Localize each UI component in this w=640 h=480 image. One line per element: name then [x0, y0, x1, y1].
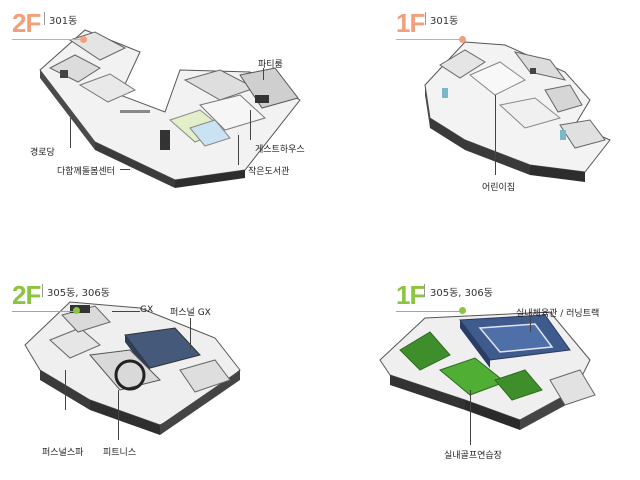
- building-label: 301동: [430, 16, 459, 27]
- building-label: 301동: [49, 16, 78, 27]
- floor-label: 1F: [396, 8, 425, 38]
- divider: [42, 284, 43, 297]
- label-gx: GX: [140, 305, 154, 315]
- label-guest-house: 게스트하우스: [255, 145, 305, 155]
- label-personal-spa: 퍼스널스파: [42, 448, 84, 458]
- building-label: 305동, 306동: [47, 288, 110, 299]
- leader-line: [250, 110, 251, 140]
- accent-line: [12, 39, 82, 40]
- label-fitness: 피트니스: [103, 448, 137, 458]
- leader-line: [190, 318, 191, 350]
- label-party-room: 파티룸: [258, 60, 283, 70]
- accent-line: [396, 39, 462, 40]
- panel-2f-305-306: 2F 305동, 306동 GX 퍼스널 GX 퍼스널스파 피트니스: [0, 240, 320, 480]
- accent-dot: [459, 36, 466, 43]
- leader-line: [263, 68, 264, 80]
- label-senior-center: 경로당: [30, 148, 55, 158]
- leader-line: [120, 169, 130, 170]
- building-label: 305동, 306동: [430, 288, 493, 299]
- floorplan-1f-301-illustration: [424, 41, 611, 182]
- divider: [44, 12, 45, 25]
- accent-dot: [80, 36, 87, 43]
- panel-1f-305-306: 1F 305동, 306동 실내체육관 / 러닝트랙 실내골프연습장: [320, 240, 640, 480]
- label-personal-gx: 퍼스널 GX: [170, 308, 211, 318]
- label-care-center: 다함께돌봄센터: [57, 167, 115, 177]
- divider: [425, 12, 426, 25]
- label-small-library: 작은도서관: [248, 167, 290, 177]
- leader-line: [112, 311, 140, 312]
- divider: [424, 284, 425, 297]
- floor-label: 1F: [396, 280, 425, 310]
- leader-line: [470, 390, 471, 445]
- leader-line: [530, 318, 531, 332]
- leader-line: [70, 118, 71, 148]
- panel-1f-301: 1F 301동 어린이집: [320, 0, 640, 240]
- panel-2f-301: 2F 301동 파티룸 경로당 게스트하우스 다함께돌봄센터 작은도서관: [0, 0, 320, 240]
- floorplan-2f-305-306-illustration: [24, 301, 241, 435]
- accent-dot: [459, 307, 466, 314]
- label-daycare: 어린이집: [482, 183, 516, 193]
- leader-line: [495, 95, 496, 175]
- label-indoor-golf: 실내골프연습장: [444, 451, 502, 461]
- floor-label: 2F: [12, 280, 41, 310]
- accent-line: [12, 311, 77, 312]
- floorplan-2f-301-illustration: [39, 29, 301, 188]
- floorplan-1f-305-306-illustration: [379, 311, 596, 430]
- leader-line: [118, 390, 119, 440]
- accent-line: [396, 311, 462, 312]
- floor-label: 2F: [12, 8, 41, 38]
- leader-line: [65, 370, 66, 410]
- leader-line: [238, 135, 239, 165]
- label-indoor-gym-track: 실내체육관 / 러닝트랙: [516, 309, 600, 319]
- accent-dot: [73, 307, 80, 314]
